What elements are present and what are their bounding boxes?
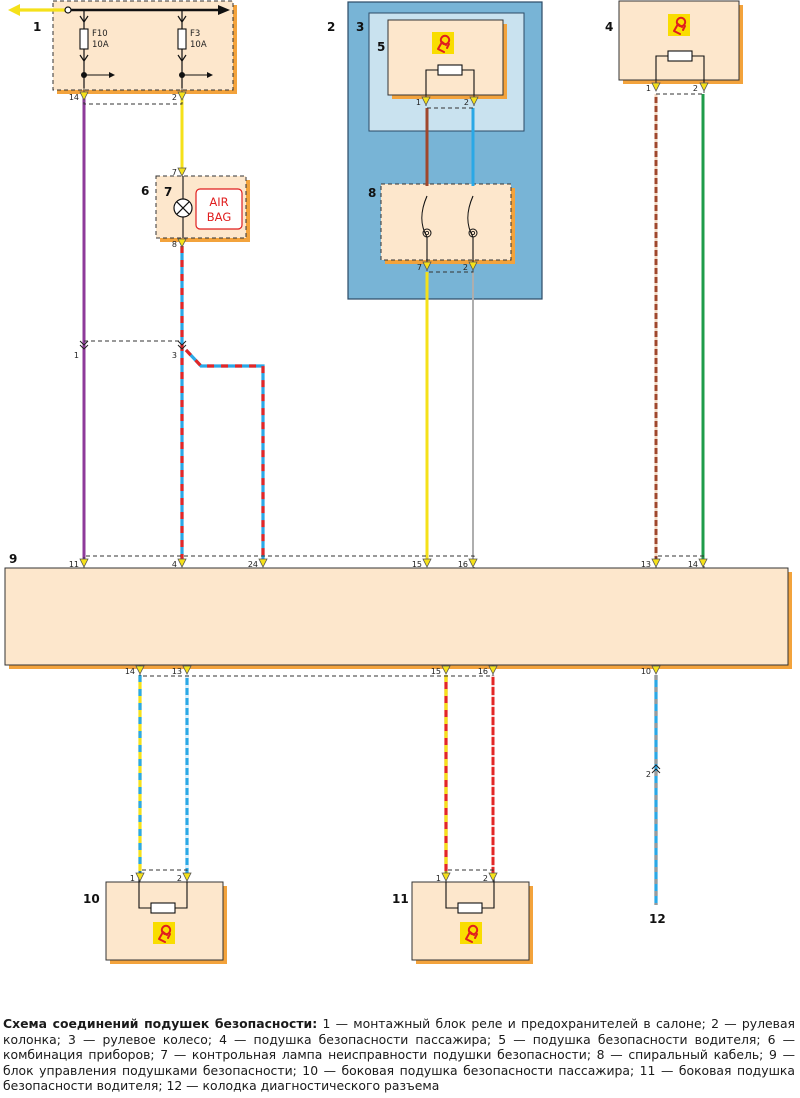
feed-arrow-icon [8,4,20,16]
pin-label: 11 [69,560,79,569]
pin-label: 16 [458,560,468,569]
passenger-side-airbag-box [105,881,224,961]
pin-label: 10 [641,667,651,676]
wire-blue-red-lamp [180,246,265,560]
pin-label: 2 [177,874,182,883]
figure-caption: Схема соединений подушек безопасности: 1… [3,1016,795,1094]
pin-label: 15 [412,560,422,569]
component-number: 7 [164,185,172,199]
pin-label: 7 [172,168,177,177]
pin-label: 2 [463,263,468,272]
pin-label: 14 [69,93,79,102]
pin-label: 2 [646,770,651,779]
fuse-f3-name: F3 [190,29,200,39]
component-number: 3 [356,20,364,34]
pin-label: 1 [436,874,441,883]
pin-label: 7 [417,263,422,272]
clock-spring-contacts [421,195,478,265]
driver-side-airbag-squib [457,902,483,914]
pin-label: 3 [172,351,177,360]
caption-text: 1 — монтажный блок реле и предохранителе… [3,1016,795,1094]
pin-label: 13 [641,560,651,569]
pin-label: 13 [172,667,182,676]
fuse-f10 [79,10,115,88]
passenger-airbag-icon [667,13,691,37]
fuse-f3 [177,10,213,88]
fuse-f3-rating: 10A [190,40,207,50]
pin-label: 16 [478,667,488,676]
pin-label: 2 [464,98,469,107]
passenger-airbag-box [618,0,740,81]
component-number: 9 [9,552,17,566]
clock-spring-box [380,183,512,261]
caption-title: Схема соединений подушек безопасности: [3,1016,318,1031]
driver-side-airbag-box [411,881,530,961]
pin-label: 15 [431,667,441,676]
component-number: 11 [392,892,409,906]
pin-label: 8 [172,240,177,249]
driver-airbag-squib [437,64,463,76]
airbag-lamp-label-box [195,188,243,230]
driver-airbag-box [387,19,504,96]
component-number: 2 [327,20,335,34]
pin-label: 4 [172,560,177,569]
component-number: 4 [605,20,613,34]
pin-label: 1 [130,874,135,883]
component-number: 12 [649,912,666,926]
pin-label: 14 [688,560,698,569]
airbag-lamp-text-1: AIR [209,195,228,209]
pin-label: 1 [74,351,79,360]
driver-side-airbag-icon [459,921,483,945]
pin-label: 1 [416,98,421,107]
airbag-control-unit [4,567,789,666]
pin-label: 2 [693,84,698,93]
component-number: 1 [33,20,41,34]
passenger-side-airbag-icon [152,921,176,945]
wiring-diagram: F10 10A F3 10A AIR BAG [4,0,792,964]
component-number: 8 [368,186,376,200]
pin-label: 24 [248,560,258,569]
fuse-f10-name: F10 [92,29,108,39]
airbag-lamp-text-2: BAG [207,210,231,224]
fuse-f10-rating: 10A [92,40,109,50]
pin-label: 1 [646,84,651,93]
driver-airbag-icon [431,31,455,55]
component-number: 6 [141,184,149,198]
bus-arrow-icon [218,5,230,15]
component-number: 5 [377,40,385,54]
component-number: 10 [83,892,100,906]
pin-label: 2 [483,874,488,883]
pin-label: 14 [125,667,135,676]
pin-label: 2 [172,93,177,102]
passenger-side-airbag-squib [150,902,176,914]
passenger-airbag-squib [667,50,693,62]
